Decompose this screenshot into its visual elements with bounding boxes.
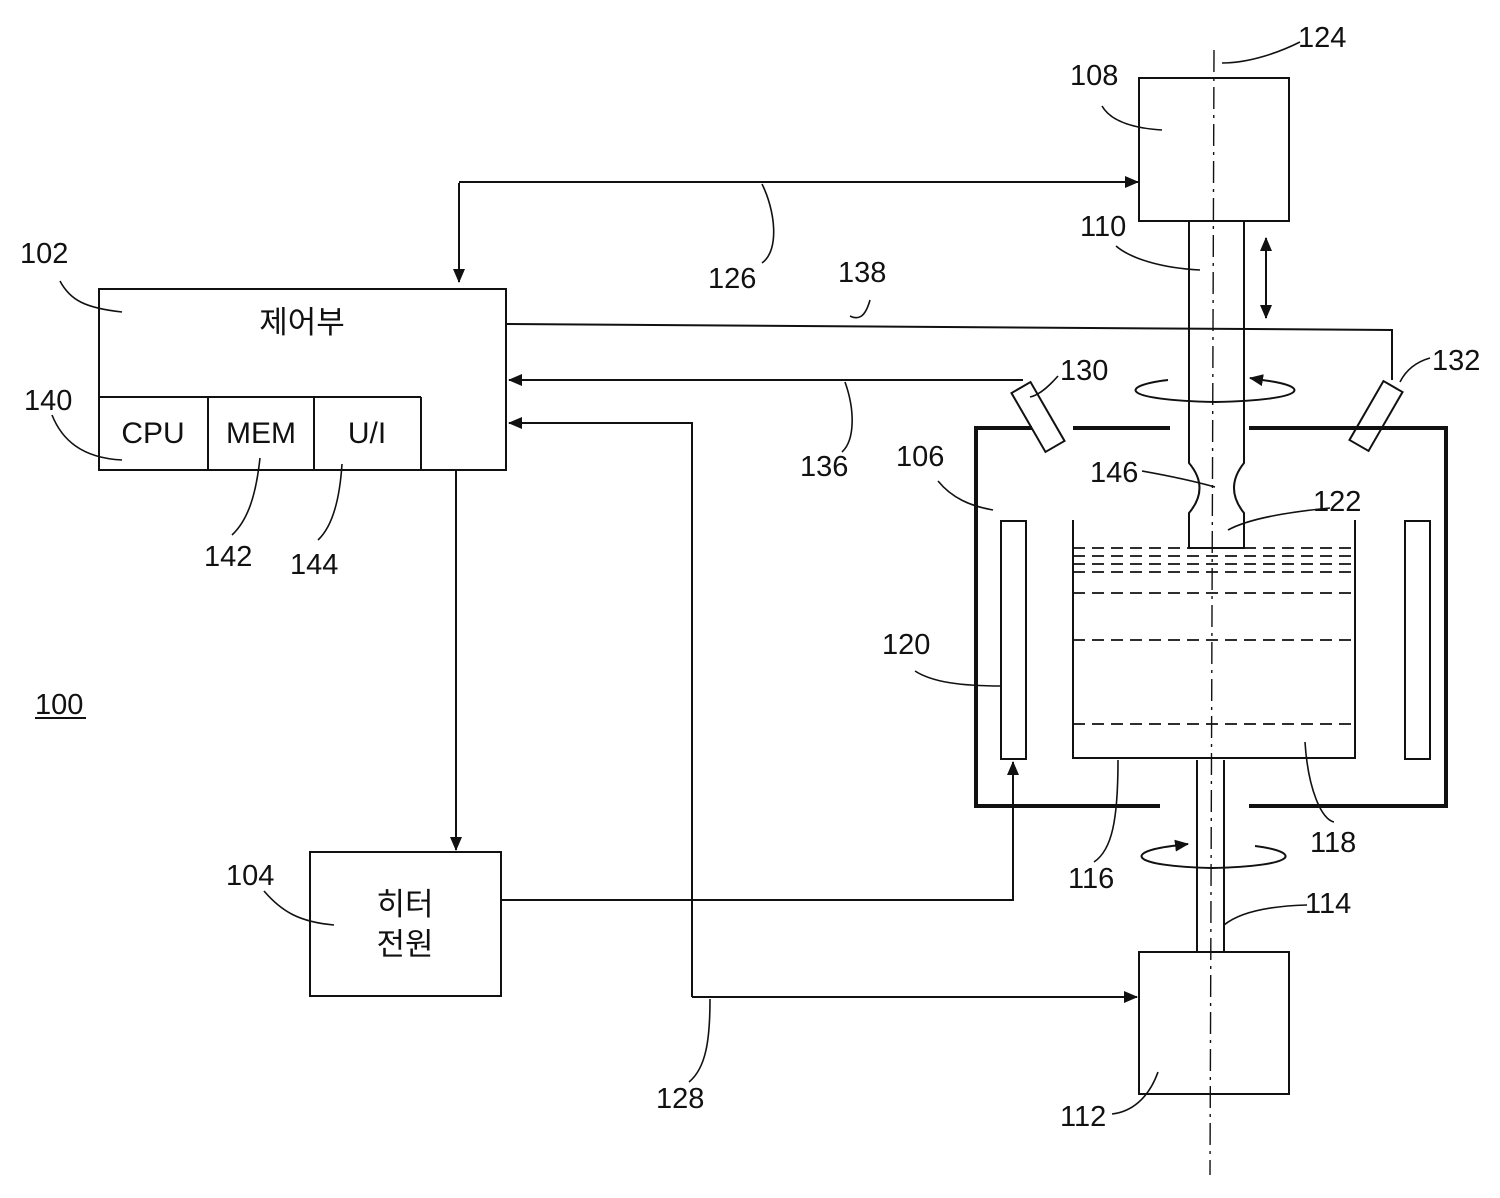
ref-118: 118: [1310, 827, 1356, 859]
ref-140: 140: [24, 385, 72, 417]
sensor-right: [1349, 381, 1402, 451]
ref-102: 102: [20, 238, 68, 270]
ref-114: 114: [1305, 888, 1351, 920]
line-138: [506, 324, 1392, 380]
leader-lines: [52, 42, 1430, 1114]
ref-138: 138: [838, 257, 886, 289]
ref-110: 110: [1080, 211, 1126, 243]
heater-power-label-line1: 히터: [376, 887, 433, 923]
ref-112: 112: [1060, 1101, 1106, 1133]
chamber: [976, 428, 1446, 806]
ref-104: 104: [226, 860, 274, 892]
pull-shaft: [1136, 221, 1295, 548]
ref-146: 146: [1090, 457, 1138, 489]
ref-120: 120: [882, 629, 930, 661]
controller-title: 제어부: [259, 305, 345, 341]
cpu-label: CPU: [121, 417, 184, 450]
ref-132: 132: [1432, 345, 1480, 377]
ref-126: 126: [708, 263, 756, 295]
heater-left: [1001, 521, 1026, 759]
figure-number-label: 100: [35, 689, 83, 721]
ui-label: U/I: [348, 417, 386, 450]
figure-number: 100: [35, 689, 86, 721]
heater-power-label-line2: 전원: [376, 927, 433, 963]
ref-122: 122: [1313, 486, 1361, 518]
lower-shaft: [1142, 760, 1286, 952]
lower-drive-box: [1139, 952, 1289, 1094]
line-heater-power-to-heater: [501, 762, 1013, 900]
ref-108: 108: [1070, 60, 1118, 92]
mem-label: MEM: [226, 417, 296, 450]
ref-144: 144: [290, 549, 338, 581]
center-axis: [1210, 50, 1214, 1175]
ref-116: 116: [1068, 863, 1114, 895]
ref-128: 128: [656, 1083, 704, 1115]
ref-136: 136: [800, 451, 848, 483]
sensor-left: [1011, 382, 1064, 452]
ref-124: 124: [1298, 22, 1346, 54]
ref-106: 106: [896, 441, 944, 473]
line-128-to-controller: [509, 423, 692, 997]
heater-right: [1405, 521, 1430, 759]
heater-power-block: 히터 전원: [310, 852, 501, 996]
controller-block: 제어부 CPU MEM U/I: [99, 289, 506, 470]
ref-142: 142: [204, 541, 252, 573]
melt-layers: [1073, 548, 1355, 724]
ref-130: 130: [1060, 355, 1108, 387]
